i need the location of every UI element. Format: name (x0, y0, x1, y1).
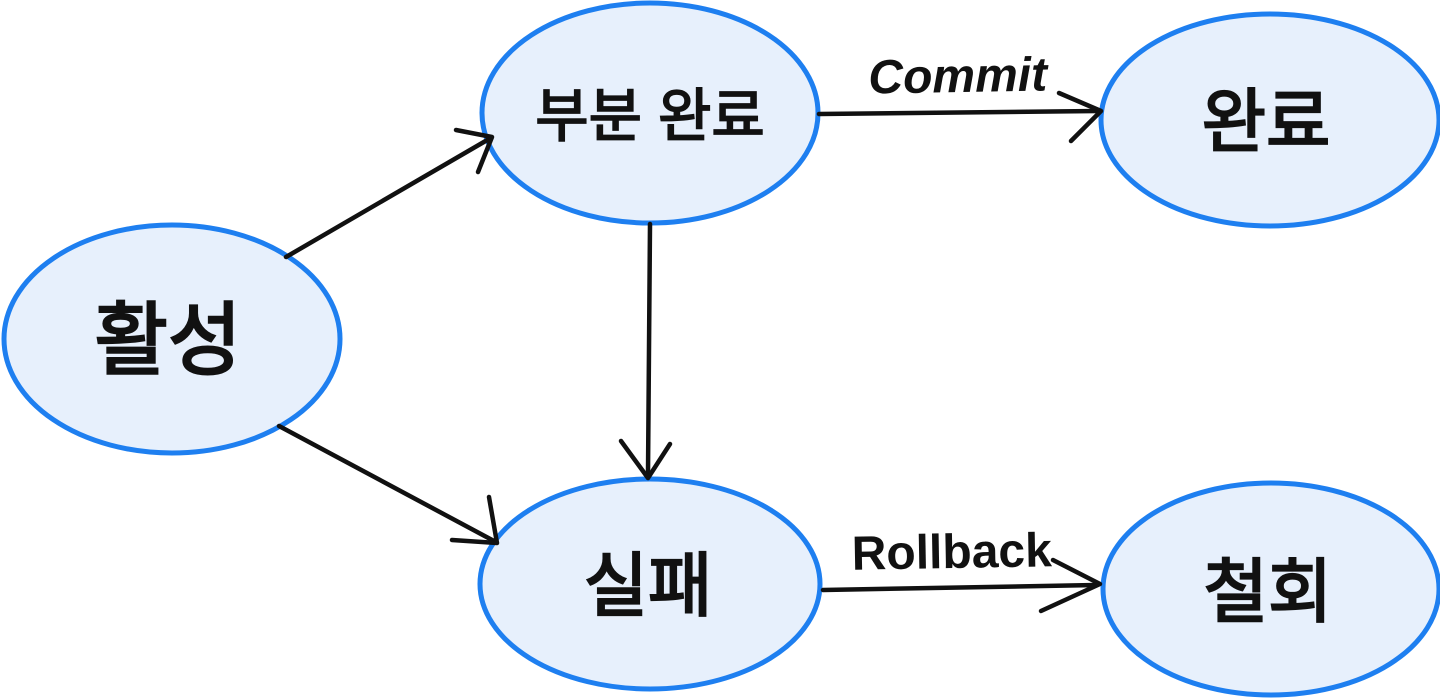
state-node-complete (1098, 11, 1440, 229)
arrowhead-partial-to-failed (618, 438, 673, 481)
edge-active-to-partial (283, 136, 492, 260)
state-node-label-active: 활성 (94, 296, 241, 385)
edge-partial-to-complete (816, 108, 1101, 117)
state-node-label-complete: 완료 (1202, 83, 1331, 161)
state-node-label-withdrawn: 철회 (1204, 553, 1333, 631)
edge-partial-to-failed (645, 221, 653, 477)
arrowhead-failed-to-withdrawn (1038, 557, 1103, 614)
arrowhead-active-to-failed (449, 494, 500, 546)
arrowhead-partial-to-complete (1056, 90, 1104, 144)
state-node-active (1, 222, 343, 456)
arrowhead-active-to-partial (453, 127, 495, 175)
state-node-label-failed: 실패 (584, 547, 713, 625)
state-node-withdrawn (1100, 480, 1440, 698)
edge-label-rollback: Rollback (851, 524, 1052, 580)
edge-active-to-failed (276, 423, 497, 544)
state-node-label-partial-complete: 부분 완료 (535, 84, 765, 149)
edge-failed-to-withdrawn (820, 582, 1099, 593)
edge-label-commit: Commit (868, 48, 1050, 104)
